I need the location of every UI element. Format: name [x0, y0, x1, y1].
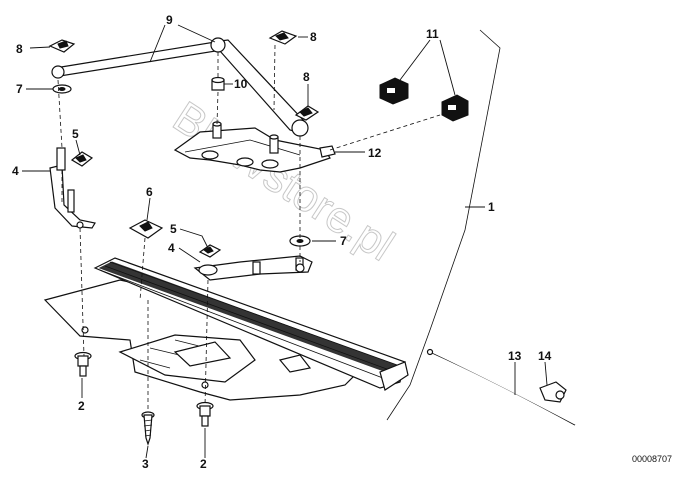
leader-lines — [22, 24, 548, 459]
callout-5-top: 5 — [72, 127, 79, 141]
callout-7-top: 7 — [16, 82, 23, 96]
cap-11-left — [379, 77, 409, 105]
callout-4-lower: 4 — [168, 241, 175, 255]
callout-1: 1 — [488, 200, 495, 214]
cable-13 — [426, 348, 576, 426]
clip-8-mid — [294, 105, 320, 121]
callout-7-right: 7 — [340, 234, 347, 248]
panel-boundary-line — [386, 29, 501, 421]
callout-11: 11 — [426, 27, 439, 41]
bracket-4-left — [49, 147, 96, 229]
lever-arm-4-right — [193, 255, 313, 281]
callout-12: 12 — [368, 146, 382, 160]
callout-3: 3 — [142, 457, 149, 471]
callout-8-mid: 8 — [303, 70, 310, 84]
spacer-10 — [211, 76, 225, 91]
callout-9: 9 — [166, 13, 173, 27]
callout-6: 6 — [146, 185, 153, 199]
callout-14: 14 — [538, 349, 552, 363]
clip-8-left — [48, 39, 76, 53]
screw-3 — [141, 411, 155, 446]
clip-8-top — [268, 30, 298, 45]
callout-5-lower: 5 — [170, 222, 177, 236]
bolt-2-left — [74, 351, 92, 377]
window-guide-rail — [93, 257, 409, 391]
clip-5-lower — [198, 244, 222, 258]
callout-8-left: 8 — [16, 42, 23, 56]
callout-4-left: 4 — [12, 164, 19, 178]
assembly-lines — [57, 44, 441, 412]
clip-6 — [128, 219, 164, 239]
callout-13: 13 — [508, 349, 522, 363]
clamp-14 — [539, 381, 567, 403]
washer-7-top — [52, 84, 72, 94]
callout-2-right: 2 — [200, 457, 207, 471]
callout-10: 10 — [234, 77, 248, 91]
cap-11-right — [441, 94, 469, 122]
callout-8-top: 8 — [310, 30, 317, 44]
callout-2-left: 2 — [78, 399, 85, 413]
bolt-2-right — [196, 401, 214, 427]
diagram-reference-code: 00008707 — [632, 454, 672, 464]
